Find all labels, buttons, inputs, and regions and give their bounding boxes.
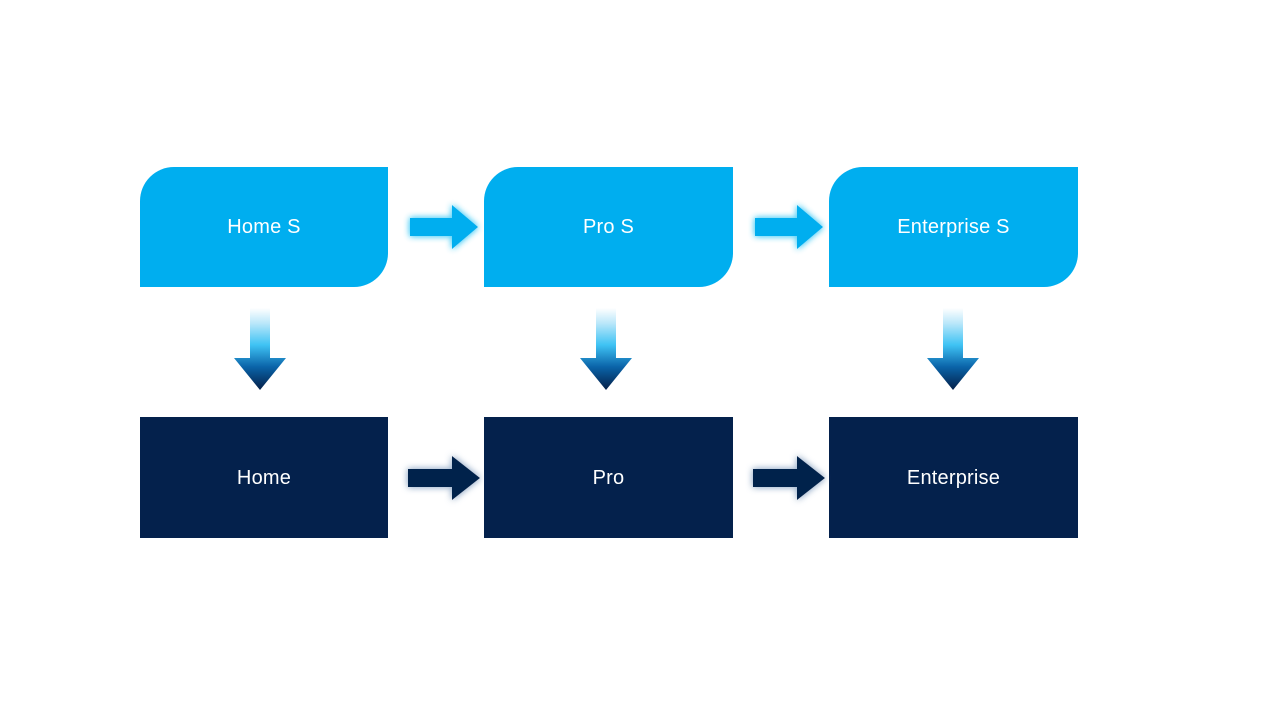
arrow-down-icon xyxy=(234,308,286,390)
node-enterprise-s-label: Enterprise S xyxy=(897,216,1010,238)
connector-pro-s-to-enterprise-s[interactable] xyxy=(753,202,825,252)
node-pro-s[interactable]: Pro S xyxy=(484,167,733,287)
node-enterprise-label: Enterprise xyxy=(906,466,1001,489)
arrow-right-icon xyxy=(755,205,823,249)
arrow-right-icon xyxy=(408,456,480,500)
connector-pro-to-enterprise[interactable] xyxy=(749,453,829,503)
arrow-down-icon xyxy=(927,308,979,390)
node-home[interactable]: Home xyxy=(140,417,388,538)
node-enterprise[interactable]: Enterprise xyxy=(829,417,1078,538)
node-home-s[interactable]: Home S xyxy=(140,167,388,287)
node-pro-s-label: Pro S xyxy=(582,216,635,238)
arrow-right-icon xyxy=(753,456,825,500)
arrow-right-icon xyxy=(410,205,478,249)
connector-home-s-to-home[interactable] xyxy=(232,308,288,392)
connector-enterprise-s-to-enterprise[interactable] xyxy=(925,308,981,392)
connector-home-s-to-pro-s[interactable] xyxy=(408,202,480,252)
connector-home-to-pro[interactable] xyxy=(404,453,484,503)
node-enterprise-s[interactable]: Enterprise S xyxy=(829,167,1078,287)
node-pro[interactable]: Pro xyxy=(484,417,733,538)
connector-pro-s-to-pro[interactable] xyxy=(578,308,634,392)
arrow-down-icon xyxy=(580,308,632,390)
node-home-label: Home xyxy=(236,466,292,489)
node-home-s-label: Home S xyxy=(227,216,301,238)
node-pro-label: Pro xyxy=(592,466,625,489)
